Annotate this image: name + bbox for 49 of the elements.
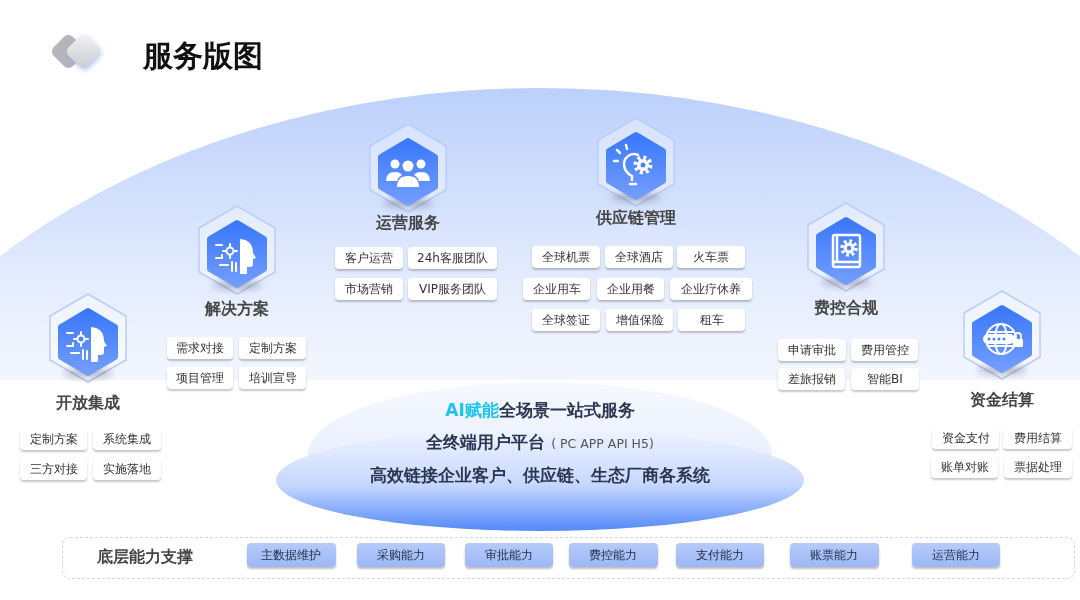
capability-tag: 账票能力 [789, 542, 879, 567]
feature-tag: 企业用餐 [597, 278, 664, 300]
feature-tag: 申请审批 [778, 339, 846, 361]
band-heading: 底层能力支撑 [97, 547, 193, 567]
feature-tag: 24h客服团队 [408, 247, 497, 269]
feature-tag: 火车票 [677, 246, 745, 268]
feature-tag: 账单对账 [931, 456, 998, 478]
feature-tag: 增值保险 [606, 309, 673, 331]
category-heading: 解决方案 [205, 299, 269, 319]
feature-tag: 智能BI [851, 368, 919, 390]
headline-text: AI赋能全场景一站式服务 [445, 399, 635, 421]
feature-tag: 费用管控 [851, 339, 918, 361]
feature-tag: 费用结算 [1003, 427, 1072, 449]
feature-tag: 客户运营 [335, 247, 403, 269]
feature-tag: 定制方案 [239, 337, 306, 359]
feature-tag: 需求对接 [167, 337, 233, 359]
feature-tag: 实施落地 [93, 458, 161, 480]
feature-tag: 定制方案 [20, 428, 87, 450]
capability-tag: 主数据维护 [246, 542, 336, 567]
capability-tag: 费控能力 [568, 542, 658, 567]
platform-text: 全终端用户平台 [426, 431, 546, 453]
feature-tag: 市场营销 [335, 278, 403, 300]
capability-tag: 支付能力 [675, 542, 764, 567]
feature-tag: 差旅报销 [778, 368, 845, 390]
feature-tag: 全球签证 [532, 309, 600, 331]
tagline-text: 高效链接企业客户、供应链、生态厂商各系统 [370, 464, 710, 486]
feature-tag: 三方对接 [20, 458, 87, 480]
feature-tag: 票据处理 [1004, 456, 1072, 478]
feature-tag: 全球酒店 [605, 246, 673, 268]
feature-tag: 企业用车 [523, 278, 590, 300]
capability-tag: 审批能力 [464, 542, 553, 567]
feature-tag: 全球机票 [532, 246, 600, 268]
feature-tag: VIP服务团队 [408, 278, 497, 300]
feature-tag: 项目管理 [167, 367, 233, 389]
category-heading: 费控合规 [814, 298, 878, 318]
page-title: 服务版图 [143, 38, 263, 74]
category-heading: 供应链管理 [596, 208, 676, 228]
capability-tag: 采购能力 [356, 542, 445, 567]
feature-tag: 资金支付 [932, 427, 999, 449]
category-heading: 运营服务 [376, 213, 440, 233]
capability-tag: 运营能力 [911, 542, 1000, 567]
feature-tag: 培训宣导 [239, 367, 306, 389]
category-heading: 资金结算 [970, 390, 1034, 410]
feature-tag: 租车 [678, 309, 745, 331]
category-heading: 开放集成 [56, 393, 120, 413]
feature-tag: 企业疗休养 [670, 278, 752, 300]
feature-tag: 系统集成 [93, 428, 161, 450]
terminal-list: ( PC APP API H5) [551, 433, 654, 455]
capability-band [62, 537, 1075, 579]
